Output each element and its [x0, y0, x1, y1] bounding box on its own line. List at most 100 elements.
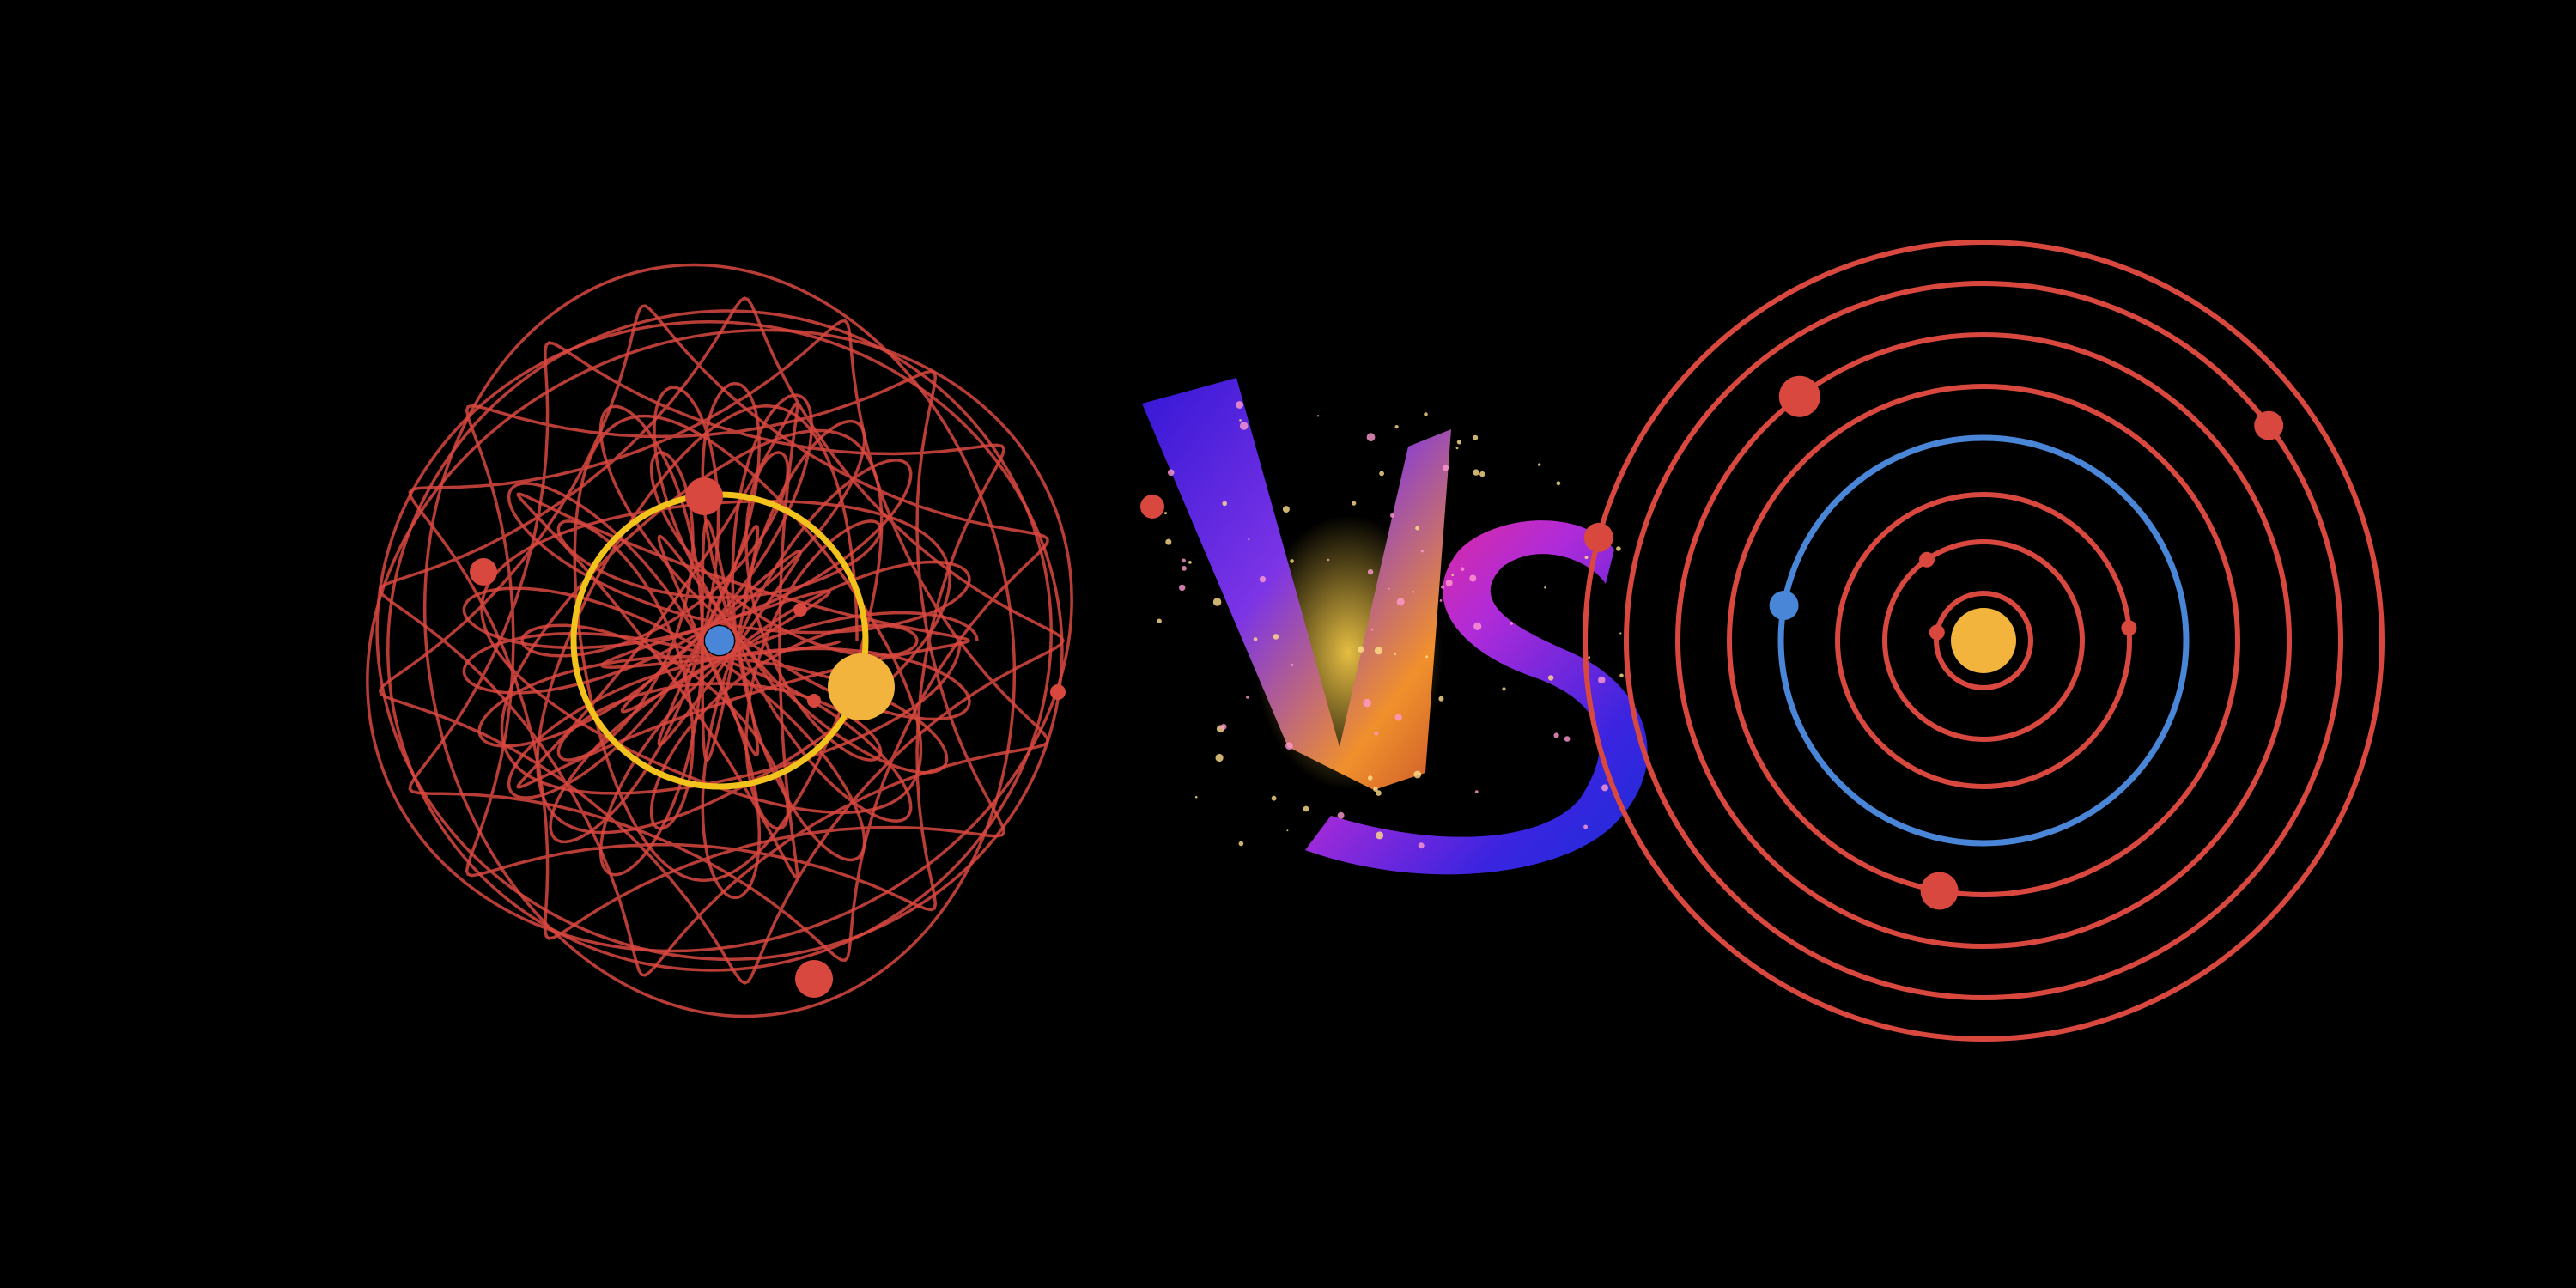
sparkle-dot [1290, 559, 1294, 563]
sparkle-dot [1363, 698, 1371, 708]
planet-dot [685, 477, 723, 515]
sparkle-dot [1374, 731, 1379, 736]
sparkle-dot [1215, 753, 1224, 762]
sparkle-dot [1246, 696, 1249, 699]
sparkle-dot [1327, 558, 1330, 562]
sparkle-dot [1238, 841, 1244, 847]
planet-orbit-ring [1882, 539, 2085, 742]
sparkle-dot [1374, 647, 1383, 655]
sparkle-dot [1588, 656, 1590, 659]
orbit-ellipse [386, 309, 1053, 972]
sparkle-dot [1460, 567, 1465, 571]
planet-orbit-ring [1727, 384, 2240, 897]
sparkle-dot [1239, 419, 1242, 422]
sparkle-dot [1396, 598, 1405, 606]
orbit-loop [378, 296, 1065, 985]
vs-letter-v-shape [1142, 378, 1451, 790]
sparkle-dot [1439, 599, 1443, 602]
sparkle-dot [1598, 676, 1606, 684]
planet-dot [1920, 872, 1959, 910]
sparkle-dot [1469, 574, 1477, 582]
sparkle-dot [1502, 687, 1506, 691]
earth-dot [1769, 591, 1799, 620]
sparkle-dot [1273, 634, 1279, 640]
heliocentric-orbits [1583, 240, 2385, 1042]
vs-letter-s-shape [1305, 520, 1648, 875]
sparkle-dot [1179, 584, 1186, 592]
sparkle-dot [1413, 770, 1422, 779]
sparkle-dot [1556, 481, 1561, 486]
sparkle-dot [1370, 629, 1374, 631]
sparkle-dot [1564, 736, 1571, 742]
sparkle-dot [1220, 724, 1227, 730]
sparkle-dot [1619, 632, 1622, 635]
planet-dot [2254, 410, 2284, 440]
planet-dot [1778, 375, 1820, 417]
sparkle-dot [1239, 422, 1249, 430]
planet-dot [1050, 684, 1066, 700]
sparkle-dot [1455, 447, 1459, 450]
sparkle-dot [1438, 696, 1444, 702]
sparkle-dot [1337, 811, 1345, 819]
sparkle-dot [1538, 463, 1541, 466]
sparkle-dot [1282, 506, 1290, 513]
planet-dot [470, 558, 497, 586]
sparkle-dot [1248, 538, 1250, 541]
sparkle-dot [1352, 501, 1357, 506]
sparkle-dot [1616, 546, 1621, 551]
sparkle-dot [1479, 471, 1485, 477]
sparkle-dot [1379, 471, 1384, 477]
sparkle-dot [1441, 585, 1445, 589]
sparkle-dot [1544, 586, 1546, 589]
sun-dot [1951, 608, 2016, 673]
sparkle-dot [1259, 575, 1267, 583]
planet-dot [1140, 495, 1164, 519]
sparkle-dot [1285, 742, 1293, 750]
sparkle-dot [1583, 824, 1589, 829]
planet-dot [807, 694, 821, 708]
sparkle-dot [1194, 795, 1198, 799]
sparkle-dot [1451, 574, 1454, 577]
sparkle-dot [1584, 556, 1589, 560]
sparkle-dot [1373, 787, 1378, 792]
sparkle-dot [1456, 440, 1461, 445]
sparkle-dot [1424, 412, 1428, 416]
sparkle-dot [1367, 568, 1374, 575]
sparkle-dot [1376, 790, 1382, 796]
planet-dot [2121, 620, 2137, 636]
sparkle-dot [1601, 784, 1608, 792]
heliocentric-planets [1583, 375, 2284, 910]
sparkle-dot [1389, 513, 1395, 518]
sun-dot [828, 653, 895, 720]
sparkle-dot [1358, 646, 1364, 653]
sparkle-dot [1316, 415, 1320, 417]
sparkle-dot [1394, 425, 1399, 429]
sparkle-dot [1619, 673, 1624, 678]
sparkle-dot [1157, 618, 1162, 624]
sparkle-dot [1164, 512, 1167, 515]
sparkle-dot [1418, 842, 1425, 849]
sparkle-dot [1547, 675, 1554, 681]
sparkle-dot [1425, 655, 1429, 659]
sparkle-dot [1271, 795, 1277, 801]
sparkle-dot [1415, 526, 1419, 531]
sparkle-dot [1473, 469, 1479, 476]
sparkle-dot [1473, 622, 1482, 631]
sparkle-dot [1212, 598, 1222, 606]
planet-dot [795, 960, 833, 998]
planet-dot [1929, 624, 1945, 641]
sparkle-dot [1420, 550, 1424, 553]
heliocentric-model [1583, 240, 2385, 1042]
sparkle-dot [1303, 805, 1309, 812]
sparkle-dot [1222, 501, 1227, 507]
sparkle-dot [1473, 434, 1479, 440]
sparkle-dot [1394, 653, 1397, 656]
vs-sparkles [1157, 401, 1624, 849]
sparkle-dot [1188, 561, 1192, 564]
sparkle-dot [1253, 637, 1258, 641]
sparkle-dot [1388, 587, 1390, 590]
planet-orbit-ring [1934, 591, 2033, 690]
planet-dot [1919, 551, 1935, 568]
planet-orbit-ring [1624, 281, 2343, 1000]
